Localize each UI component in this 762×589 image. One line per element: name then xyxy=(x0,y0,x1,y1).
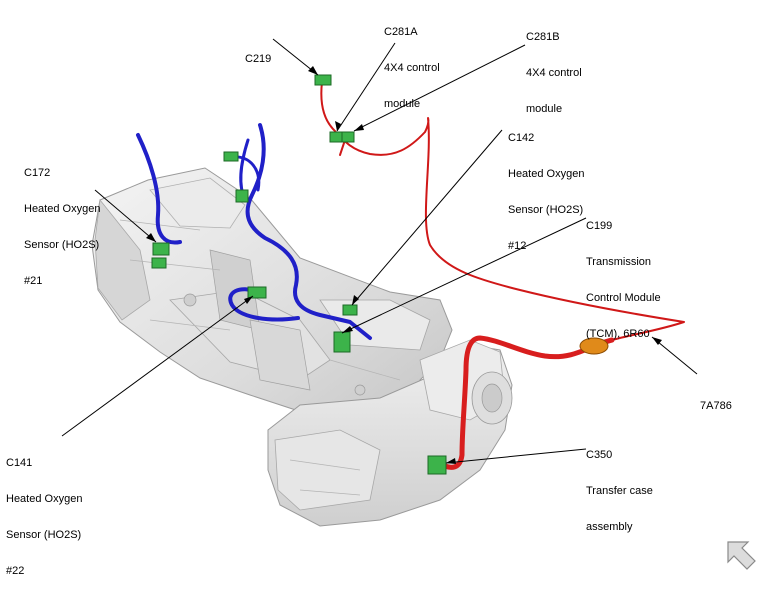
callout-c199-line1: C199 xyxy=(586,220,613,232)
callout-c141: C141 Heated Oxygen Sensor (HO2S) #22 xyxy=(6,433,82,589)
connector-c281a xyxy=(329,131,343,143)
connector-blue-mid xyxy=(235,189,249,203)
callout-7a786: 7A786 xyxy=(700,376,732,424)
connector-c141 xyxy=(247,286,267,299)
callout-c281b-line1: C281B xyxy=(526,31,560,43)
harness-grommet xyxy=(579,337,609,355)
connector-c199 xyxy=(333,331,351,353)
callout-c141-line2: Heated Oxygen xyxy=(6,493,83,505)
connector-c142 xyxy=(342,304,358,316)
callout-c142: C142 Heated Oxygen Sensor (HO2S) #12 xyxy=(508,108,584,264)
callout-c172-line1: C172 xyxy=(24,167,51,179)
callout-c199-line3: Control Module xyxy=(586,292,661,304)
callout-c281b-line2: 4X4 control xyxy=(526,67,582,79)
callout-c142-line3: Sensor (HO2S) xyxy=(508,204,584,216)
callout-c281a-line3: module xyxy=(384,98,421,110)
callout-c281a-line1: C281A xyxy=(384,26,418,38)
connector-c350 xyxy=(427,455,447,475)
connector-blue-top xyxy=(223,151,239,162)
callout-c350-line1: C350 xyxy=(586,449,613,461)
callout-c281a-line2: 4X4 control xyxy=(384,62,440,74)
connector-c172 xyxy=(152,242,170,256)
callout-c281b-line3: module xyxy=(526,103,563,115)
transfer-case-housing xyxy=(267,339,513,527)
diagram-canvas xyxy=(61,38,698,527)
callout-c142-line4: #12 xyxy=(508,240,527,252)
callout-c172-line2: Heated Oxygen xyxy=(24,203,101,215)
callout-c172-line3: Sensor (HO2S) xyxy=(24,239,100,251)
callout-c141-line3: Sensor (HO2S) xyxy=(6,529,82,541)
callout-7a786-line1: 7A786 xyxy=(700,400,732,412)
callout-c219: C219 xyxy=(245,29,271,77)
callout-c199-line4: (TCM), 6R60 xyxy=(586,328,650,340)
callout-c199: C199 Transmission Control Module (TCM), … xyxy=(586,196,661,352)
connector-c281b xyxy=(341,131,355,143)
callout-c281a: C281A 4X4 control module xyxy=(384,2,440,122)
connector-c172-b xyxy=(151,257,167,269)
callout-c141-line4: #22 xyxy=(6,565,25,577)
callout-c172: C172 Heated Oxygen Sensor (HO2S) #21 xyxy=(24,143,100,299)
connector-c219 xyxy=(314,74,332,86)
transmission-housing xyxy=(91,167,453,431)
callout-c350-line2: Transfer case xyxy=(586,485,653,497)
callout-c141-line1: C141 xyxy=(6,457,33,469)
callout-c350: C350 Transfer case assembly xyxy=(586,425,653,545)
callout-c350-line3: assembly xyxy=(586,521,633,533)
leader-lines xyxy=(61,38,698,464)
callout-c172-line4: #21 xyxy=(24,275,43,287)
callout-c142-line2: Heated Oxygen xyxy=(508,168,585,180)
connectors xyxy=(151,74,447,475)
callout-c281b: C281B 4X4 control module xyxy=(526,7,582,127)
callout-c199-line2: Transmission xyxy=(586,256,651,268)
callout-c142-line1: C142 xyxy=(508,132,535,144)
leader-arrowheads xyxy=(146,66,662,464)
callout-c219-line1: C219 xyxy=(245,53,272,65)
back-arrow-icon[interactable] xyxy=(722,536,758,572)
